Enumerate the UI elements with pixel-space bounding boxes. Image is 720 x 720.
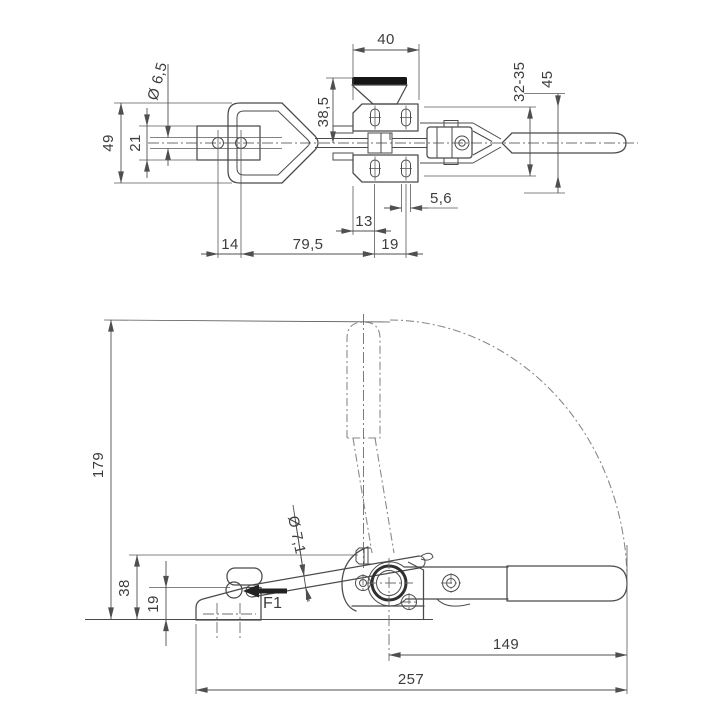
dim-pivot-height: 38 <box>116 554 358 620</box>
top-view: 40 Ø 6,5 38,5 49 21 <box>100 31 638 258</box>
dim-slot-pitch-label: 19 <box>381 236 399 253</box>
dim-slot-pitch: 19 <box>357 184 423 258</box>
dim-base-width: 40 <box>352 31 420 100</box>
dim-slot-width: 5,6 <box>384 184 458 212</box>
dim-handle-length-label: 149 <box>493 636 519 653</box>
adjust-nut <box>420 120 502 165</box>
dim-outer-height-label: 45 <box>539 71 556 89</box>
dim-total-height-label: 179 <box>90 452 107 478</box>
dim-hole-rows-range: 32-35 <box>424 62 536 177</box>
dim-knob-height: 38,5 <box>315 77 352 144</box>
dim-plate-hole-pitch-label: 14 <box>221 236 239 253</box>
force-arrow-head <box>243 584 287 598</box>
catch-plate <box>150 125 282 258</box>
dim-handle-length: 149 <box>388 545 628 694</box>
dim-plate-height: 21 <box>127 108 197 178</box>
dim-rod-diameter-label: Ø 7,1 <box>284 514 309 555</box>
handle-knob-top <box>351 77 408 105</box>
handle-swing-arc <box>389 319 628 576</box>
dim-hook-height-label: 19 <box>145 595 162 613</box>
dim-outer-height: 45 <box>524 71 565 194</box>
dim-edge-to-slot: 13 <box>336 184 391 258</box>
force-label: F1 <box>263 595 282 612</box>
handle-bar-top <box>501 132 627 154</box>
phantom-vertical-handle <box>346 314 395 568</box>
dim-edge-to-slot-label: 13 <box>355 213 373 230</box>
knob-cap <box>352 77 407 85</box>
latch-loop <box>227 102 427 184</box>
force-arrow: F1 <box>243 584 287 612</box>
dim-base-width-label: 40 <box>377 31 395 48</box>
dim-hole-rows-range-label: 32-35 <box>511 62 528 102</box>
dim-plate-hole-pitch: 14 <box>201 236 259 257</box>
dim-hook-height: 19 <box>145 561 230 646</box>
side-view: F1 Ø 7,1 179 38 19 <box>85 314 628 694</box>
catch-block <box>195 567 263 641</box>
dim-knob-height-label: 38,5 <box>315 97 332 128</box>
dim-plate-to-base-label: 79,5 <box>293 236 324 253</box>
dim-pivot-height-label: 38 <box>116 579 133 597</box>
dim-plate-to-base: 79,5 <box>241 236 375 257</box>
dim-latch-height: 49 <box>100 102 232 184</box>
dim-plate-height-label: 21 <box>127 134 144 152</box>
dim-latch-height-label: 49 <box>100 134 117 152</box>
dim-total-length-label: 257 <box>398 671 424 688</box>
dim-total-length: 257 <box>195 624 628 694</box>
dim-hole-diameter-label: Ø 6,5 <box>144 60 170 102</box>
dim-total-height: 179 <box>90 319 391 620</box>
dim-slot-width-label: 5,6 <box>430 190 452 207</box>
dim-hole-diameter: Ø 6,5 <box>144 60 171 166</box>
dim-rod-diameter: Ø 7,1 <box>284 504 312 603</box>
pivot-and-bolts <box>355 558 461 661</box>
